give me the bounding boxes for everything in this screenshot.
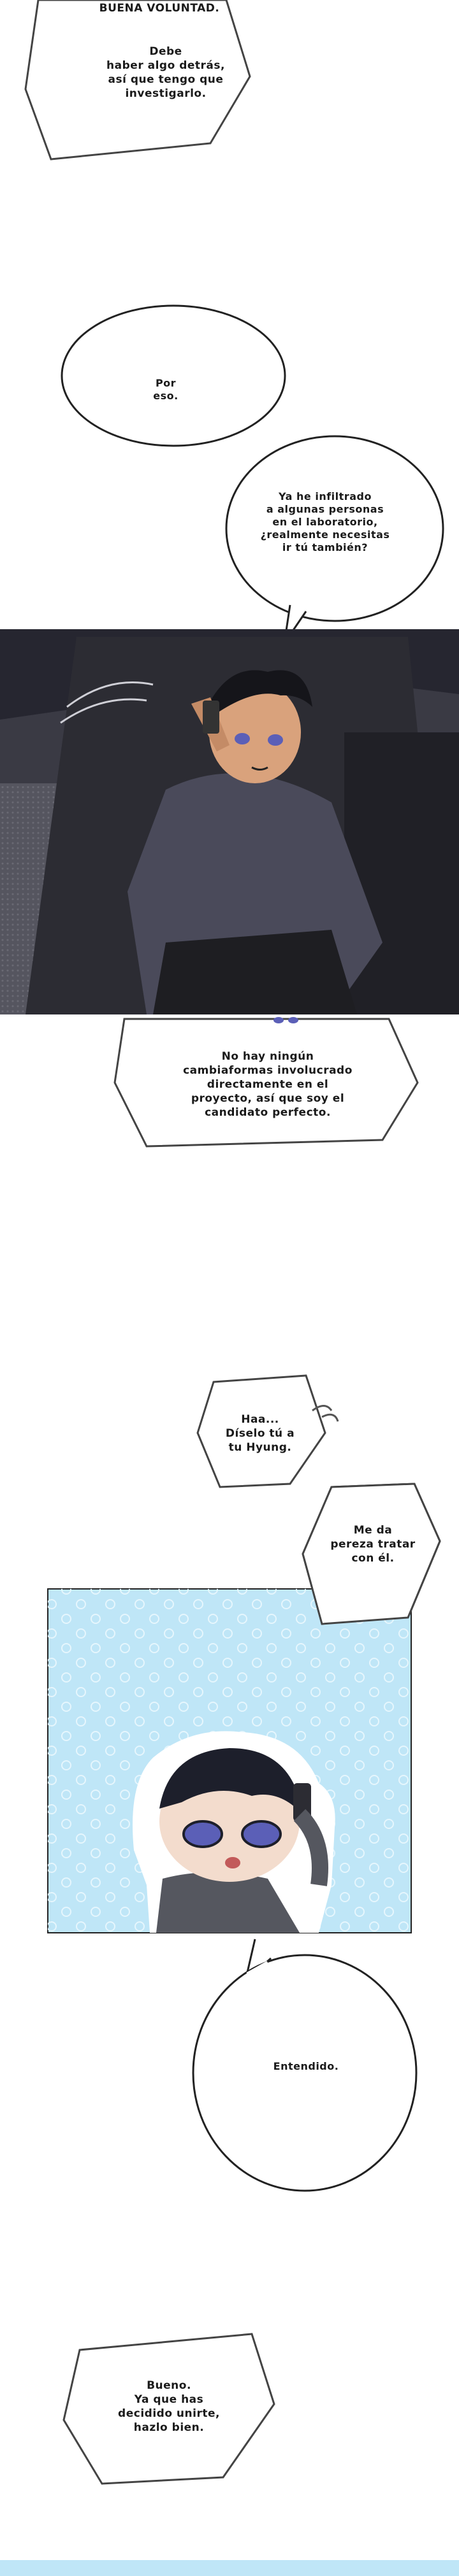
bubble-4-text-top: Haa... Díselo tú a tu Hyung.	[225, 1413, 295, 1454]
speech-bubble-2	[61, 304, 444, 644]
bubble-1-text-top: BUENA VOLUNTAD.	[99, 2, 220, 15]
speech-bubble-6	[62, 2333, 275, 2485]
bubble-2-text-top: Por eso.	[153, 377, 178, 402]
next-panel-edge	[0, 2560, 459, 2576]
bubble-5-text: Entendido.	[273, 2060, 339, 2072]
speech-bubble-3	[113, 1017, 419, 1148]
speech-bubble-1	[24, 0, 251, 160]
bubble-1-text: Debe haber algo detrás, así que tengo qu…	[106, 45, 225, 100]
bubble-4-text: Me da pereza tratar con él.	[330, 1524, 416, 1565]
panel-1-phone-call	[0, 629, 459, 1014]
panel-2-chibi	[47, 1483, 441, 1933]
bubble-2-text: Ya he infiltrado a algunas personas en e…	[260, 490, 390, 553]
bubble-6-text: Bueno. Ya que has decidido unirte, hazlo…	[118, 2379, 220, 2434]
speech-bubble-5	[192, 1939, 418, 2192]
bubble-3-text: No hay ningún cambiaformas involucrado d…	[183, 1050, 353, 1119]
